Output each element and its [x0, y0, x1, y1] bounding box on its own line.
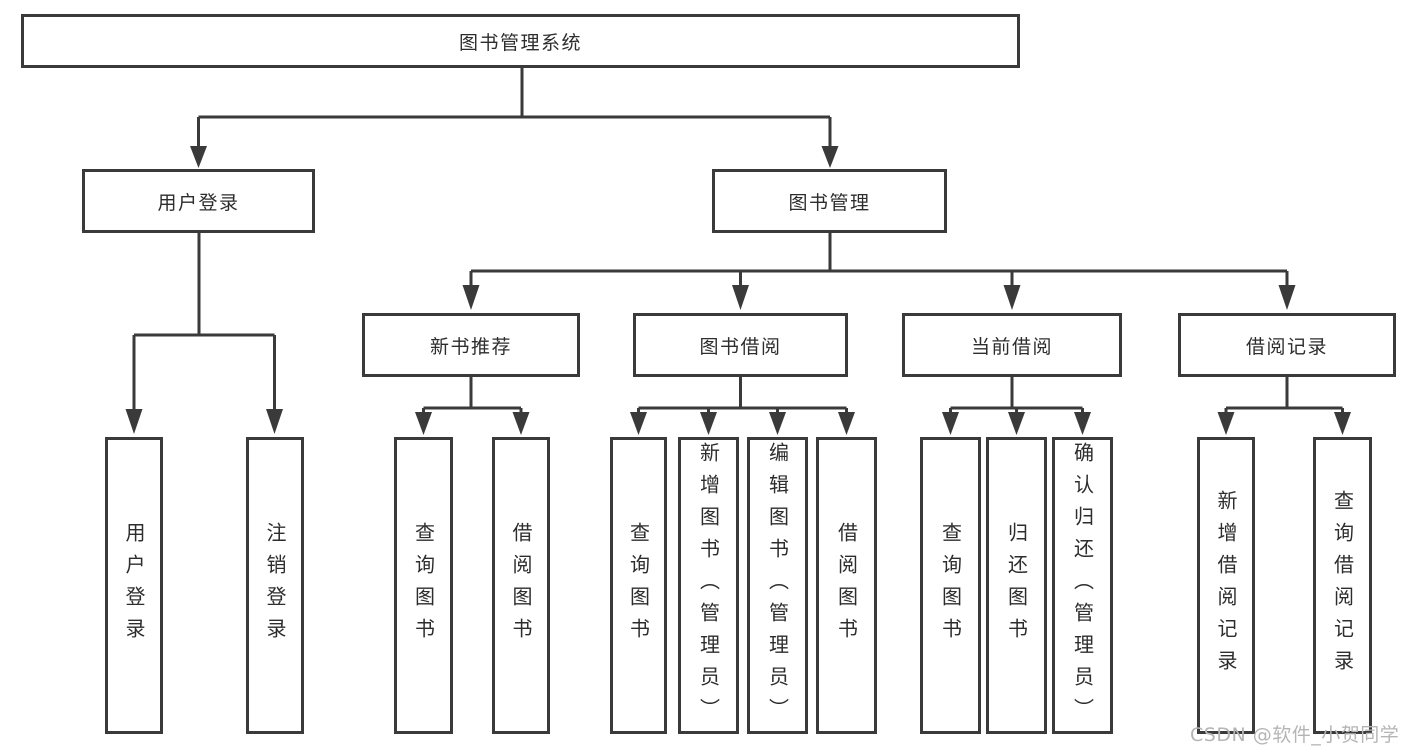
- arrow-icon: [512, 412, 530, 435]
- arrow-icon: [1074, 412, 1091, 435]
- arrow-icon: [700, 412, 717, 435]
- leaf-current-return-books: 归还图书: [986, 437, 1047, 734]
- node-borrow-records: 借阅记录: [1178, 313, 1396, 377]
- node-book-management: 图书管理: [712, 169, 947, 233]
- node-new-book-recommend: 新书推荐: [362, 313, 580, 377]
- arrow-icon: [769, 412, 786, 435]
- leaf-borrow-query-books: 查询图书: [610, 437, 667, 734]
- arrow-icon: [1008, 412, 1025, 435]
- leaf-rec-borrow-books: 借阅图书: [492, 437, 550, 734]
- leaf-borrow-add-books-admin: 新增图书（管理员）: [678, 437, 739, 734]
- arrow-icon: [266, 409, 283, 434]
- arrow-icon: [732, 285, 749, 310]
- leaf-borrow-edit-books-admin: 编辑图书（管理员）: [747, 437, 808, 734]
- node-current-borrow: 当前借阅: [902, 313, 1122, 377]
- leaf-user-login: 用户登录: [105, 437, 163, 734]
- arrowheads: [125, 146, 1351, 435]
- arrow-icon: [462, 285, 480, 310]
- leaf-current-confirm-return-admin: 确认归还（管理员）: [1052, 437, 1113, 734]
- arrow-icon: [1278, 285, 1296, 310]
- arrow-icon: [125, 409, 143, 434]
- node-book-borrow: 图书借阅: [633, 313, 848, 377]
- arrow-icon: [1334, 412, 1351, 435]
- leaf-records-add-record: 新增借阅记录: [1197, 437, 1255, 734]
- arrow-icon: [1217, 412, 1235, 435]
- arrow-icon: [821, 146, 839, 168]
- arrow-icon: [838, 412, 855, 435]
- arrow-icon: [942, 412, 959, 435]
- node-root-library-system: 图书管理系统: [21, 14, 1020, 68]
- leaf-current-query-books: 查询图书: [920, 437, 981, 734]
- leaf-borrow-borrow-books: 借阅图书: [816, 437, 877, 734]
- arrow-icon: [415, 412, 432, 435]
- arrow-icon: [1003, 285, 1021, 310]
- leaf-logout: 注销登录: [246, 437, 304, 734]
- node-user-login: 用户登录: [82, 169, 315, 233]
- arrow-icon: [190, 146, 207, 168]
- leaf-rec-query-books: 查询图书: [394, 437, 453, 734]
- csdn-watermark: CSDN @软件_小贺同学: [1190, 724, 1400, 746]
- arrow-icon: [630, 412, 647, 435]
- leaf-records-query-record: 查询借阅记录: [1313, 437, 1372, 734]
- connector-trunks: [132, 68, 1344, 414]
